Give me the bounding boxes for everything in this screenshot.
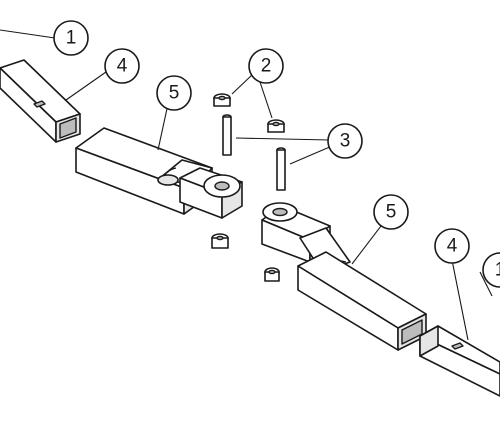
leader-4a	[65, 71, 107, 101]
leader-2-left	[231, 73, 254, 95]
left-arm-tube	[0, 59, 81, 143]
upper-nut-right	[267, 119, 285, 133]
callout-5-right: 5	[373, 194, 409, 230]
callout-4-left: 4	[104, 48, 140, 84]
leader-1b	[479, 271, 493, 297]
upper-nut-left	[213, 93, 231, 107]
leader-3-left	[235, 137, 331, 141]
callout-2: 2	[248, 48, 284, 84]
pin-right	[276, 147, 286, 191]
leader-lines	[0, 29, 493, 341]
right-arm-tube	[419, 325, 500, 397]
left-hitch-bracket	[75, 127, 243, 219]
leader-3-right	[289, 145, 333, 165]
leader-1a	[0, 29, 56, 39]
svg-text:2: 2	[261, 56, 272, 77]
leader-4b	[451, 259, 469, 341]
leader-5a	[157, 103, 169, 151]
leader-2-right	[259, 81, 273, 119]
svg-text:4: 4	[117, 56, 128, 77]
svg-text:1: 1	[66, 28, 77, 49]
callout-1-right: 1	[482, 252, 500, 288]
svg-text:4: 4	[447, 236, 458, 257]
callout-5-left: 5	[156, 75, 192, 111]
svg-text:3: 3	[340, 131, 351, 152]
callout-4-right: 4	[434, 228, 470, 264]
lower-nut-left	[211, 233, 229, 249]
lower-nut-right	[264, 267, 280, 282]
leader-5b	[351, 221, 385, 265]
right-hitch-bracket	[261, 202, 427, 351]
callout-3: 3	[327, 123, 363, 159]
callout-1-left: 1	[53, 20, 89, 56]
svg-text:1: 1	[495, 260, 500, 281]
pin-left	[222, 114, 232, 156]
svg-text:5: 5	[386, 202, 397, 223]
svg-text:5: 5	[169, 83, 180, 104]
